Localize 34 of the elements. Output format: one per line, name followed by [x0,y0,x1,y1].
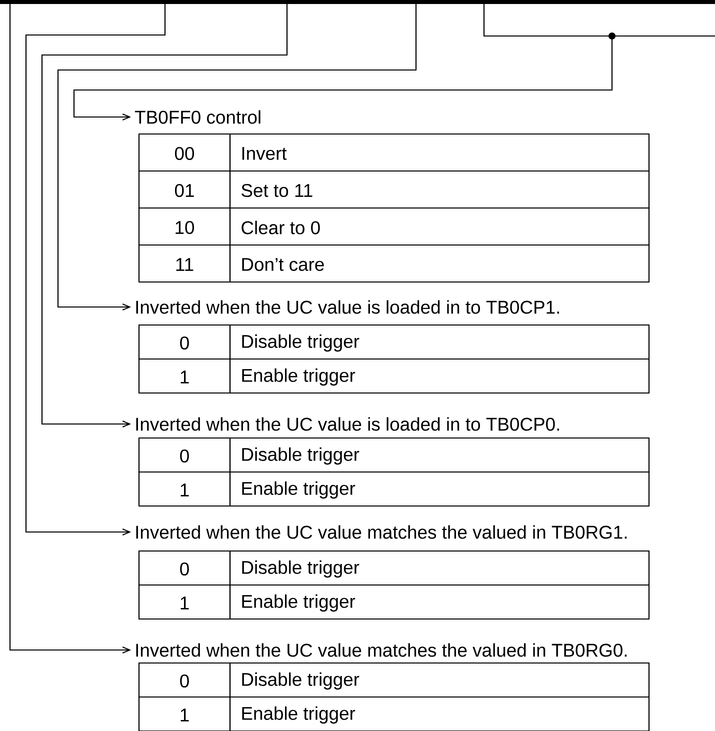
table-cell: 0 [138,324,231,360]
table-cell: Clear to 0 [229,207,650,246]
table-cell: Enable trigger [229,584,650,620]
table-cell: 0 [138,550,231,586]
table-cell: 0 [138,662,231,698]
table-cell: Disable trigger [229,324,650,360]
table-cell: 0 [138,437,231,473]
heading-text: Inverted when the UC value matches the valued in TB0RG1. [136,525,627,539]
arrow [73,4,613,120]
table-cell: Disable trigger [229,550,650,586]
table-cell: Disable trigger [229,662,650,698]
heading-text: TB0FF0 control [134,110,260,124]
heading-text: Inverted when the UC value matches the valued in TB0RG0. [136,643,627,657]
arrow [41,4,288,428]
table-cell: Set to 11 [229,170,650,209]
heading-text: Inverted when the UC value is loaded in to TB0CP1. [136,300,559,314]
table-cell: Disable trigger [229,437,650,473]
table-cell: 1 [138,471,231,507]
table-cell: Enable trigger [229,358,650,394]
table-cell: 1 [138,696,231,731]
table-cell: Enable trigger [229,696,650,731]
table-cell: Invert [229,133,650,172]
heading-text: Inverted when the UC value is loaded in to TB0CP0. [136,417,559,431]
arrow [57,4,417,311]
table-cell: 1 [138,358,231,394]
table-cell: 01 [138,170,231,209]
arrow [25,4,166,536]
table-cell: Don’t care [229,244,650,283]
table-cell: 10 [138,207,231,246]
table-cell: 00 [138,133,231,172]
table-cell: 1 [138,584,231,620]
table-cell: 11 [138,244,231,283]
arrow [9,4,131,654]
table-cell: Enable trigger [229,471,650,507]
